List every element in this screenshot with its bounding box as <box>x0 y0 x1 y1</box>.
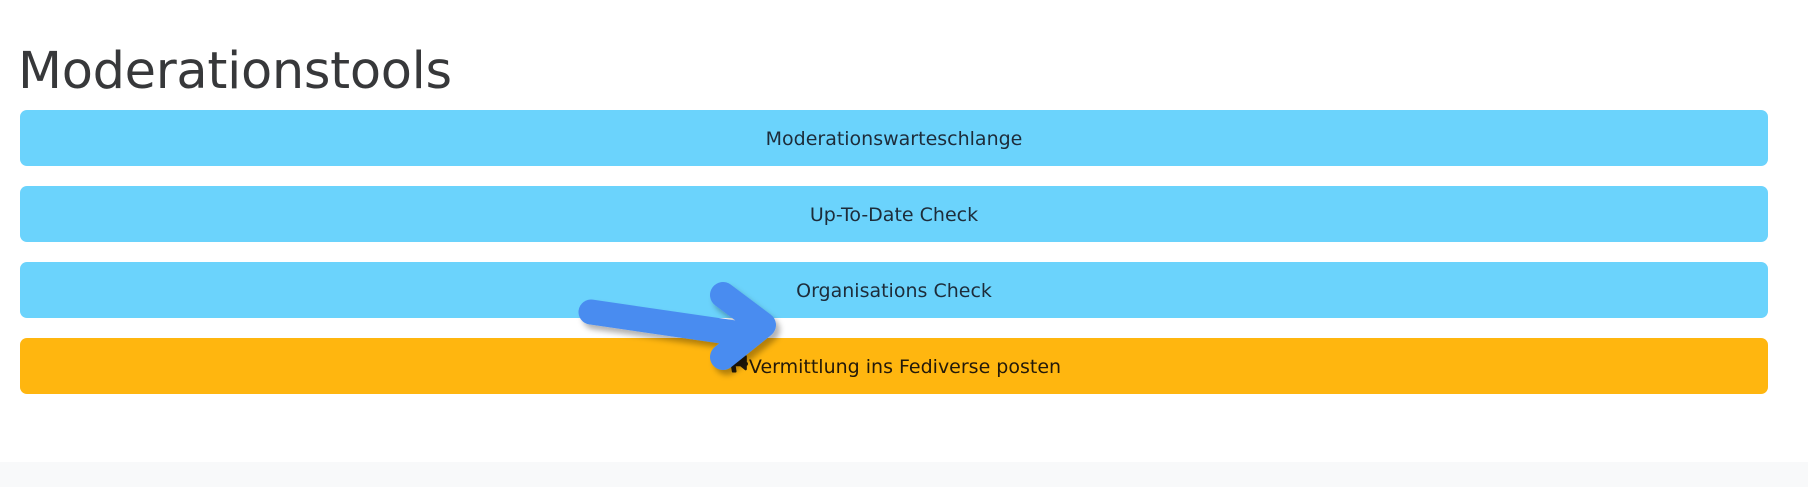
footer-band <box>0 462 1808 487</box>
button-label: Vermittlung ins Fediverse posten <box>748 355 1062 378</box>
button-label: Moderationswarteschlange <box>765 127 1023 150</box>
moderation-tools-button-list: Moderationswarteschlange Up-To-Date Chec… <box>20 110 1768 414</box>
button-vermittlung-ins-fediverse-posten[interactable]: Vermittlung ins Fediverse posten <box>20 338 1768 394</box>
button-organisations-check[interactable]: Organisations Check <box>20 262 1768 318</box>
page-title: Moderationstools <box>18 42 452 102</box>
bullhorn-icon <box>726 355 748 374</box>
button-moderationswarteschlange[interactable]: Moderationswarteschlange <box>20 110 1768 166</box>
button-label: Organisations Check <box>796 279 992 302</box>
button-up-to-date-check[interactable]: Up-To-Date Check <box>20 186 1768 242</box>
button-label: Up-To-Date Check <box>809 203 979 226</box>
